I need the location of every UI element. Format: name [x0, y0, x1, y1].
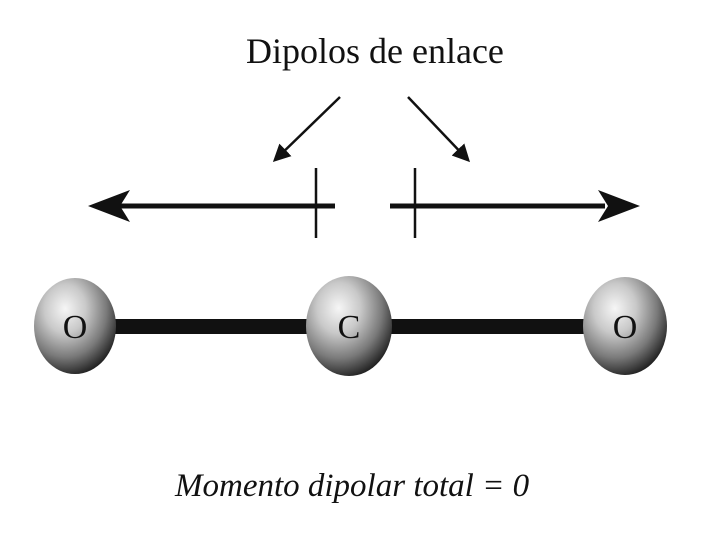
pointer-arrow-right [407, 96, 471, 163]
atom-oxygen-left: O [34, 278, 116, 374]
bond-dipole-right [390, 168, 640, 238]
pointer-arrow-left [272, 96, 341, 163]
diagram-caption: Momento dipolar total = 0 [175, 468, 530, 504]
bond-dipole-left [88, 168, 335, 238]
bond-right [388, 319, 593, 334]
atom-carbon: C [306, 276, 392, 376]
diagram-title: Dipolos de enlace [246, 31, 504, 71]
bond-left [110, 319, 320, 334]
atom-label: C [338, 309, 361, 346]
atom-oxygen-right: O [583, 277, 667, 375]
atom-label: O [63, 309, 88, 346]
atom-label: O [613, 309, 638, 346]
